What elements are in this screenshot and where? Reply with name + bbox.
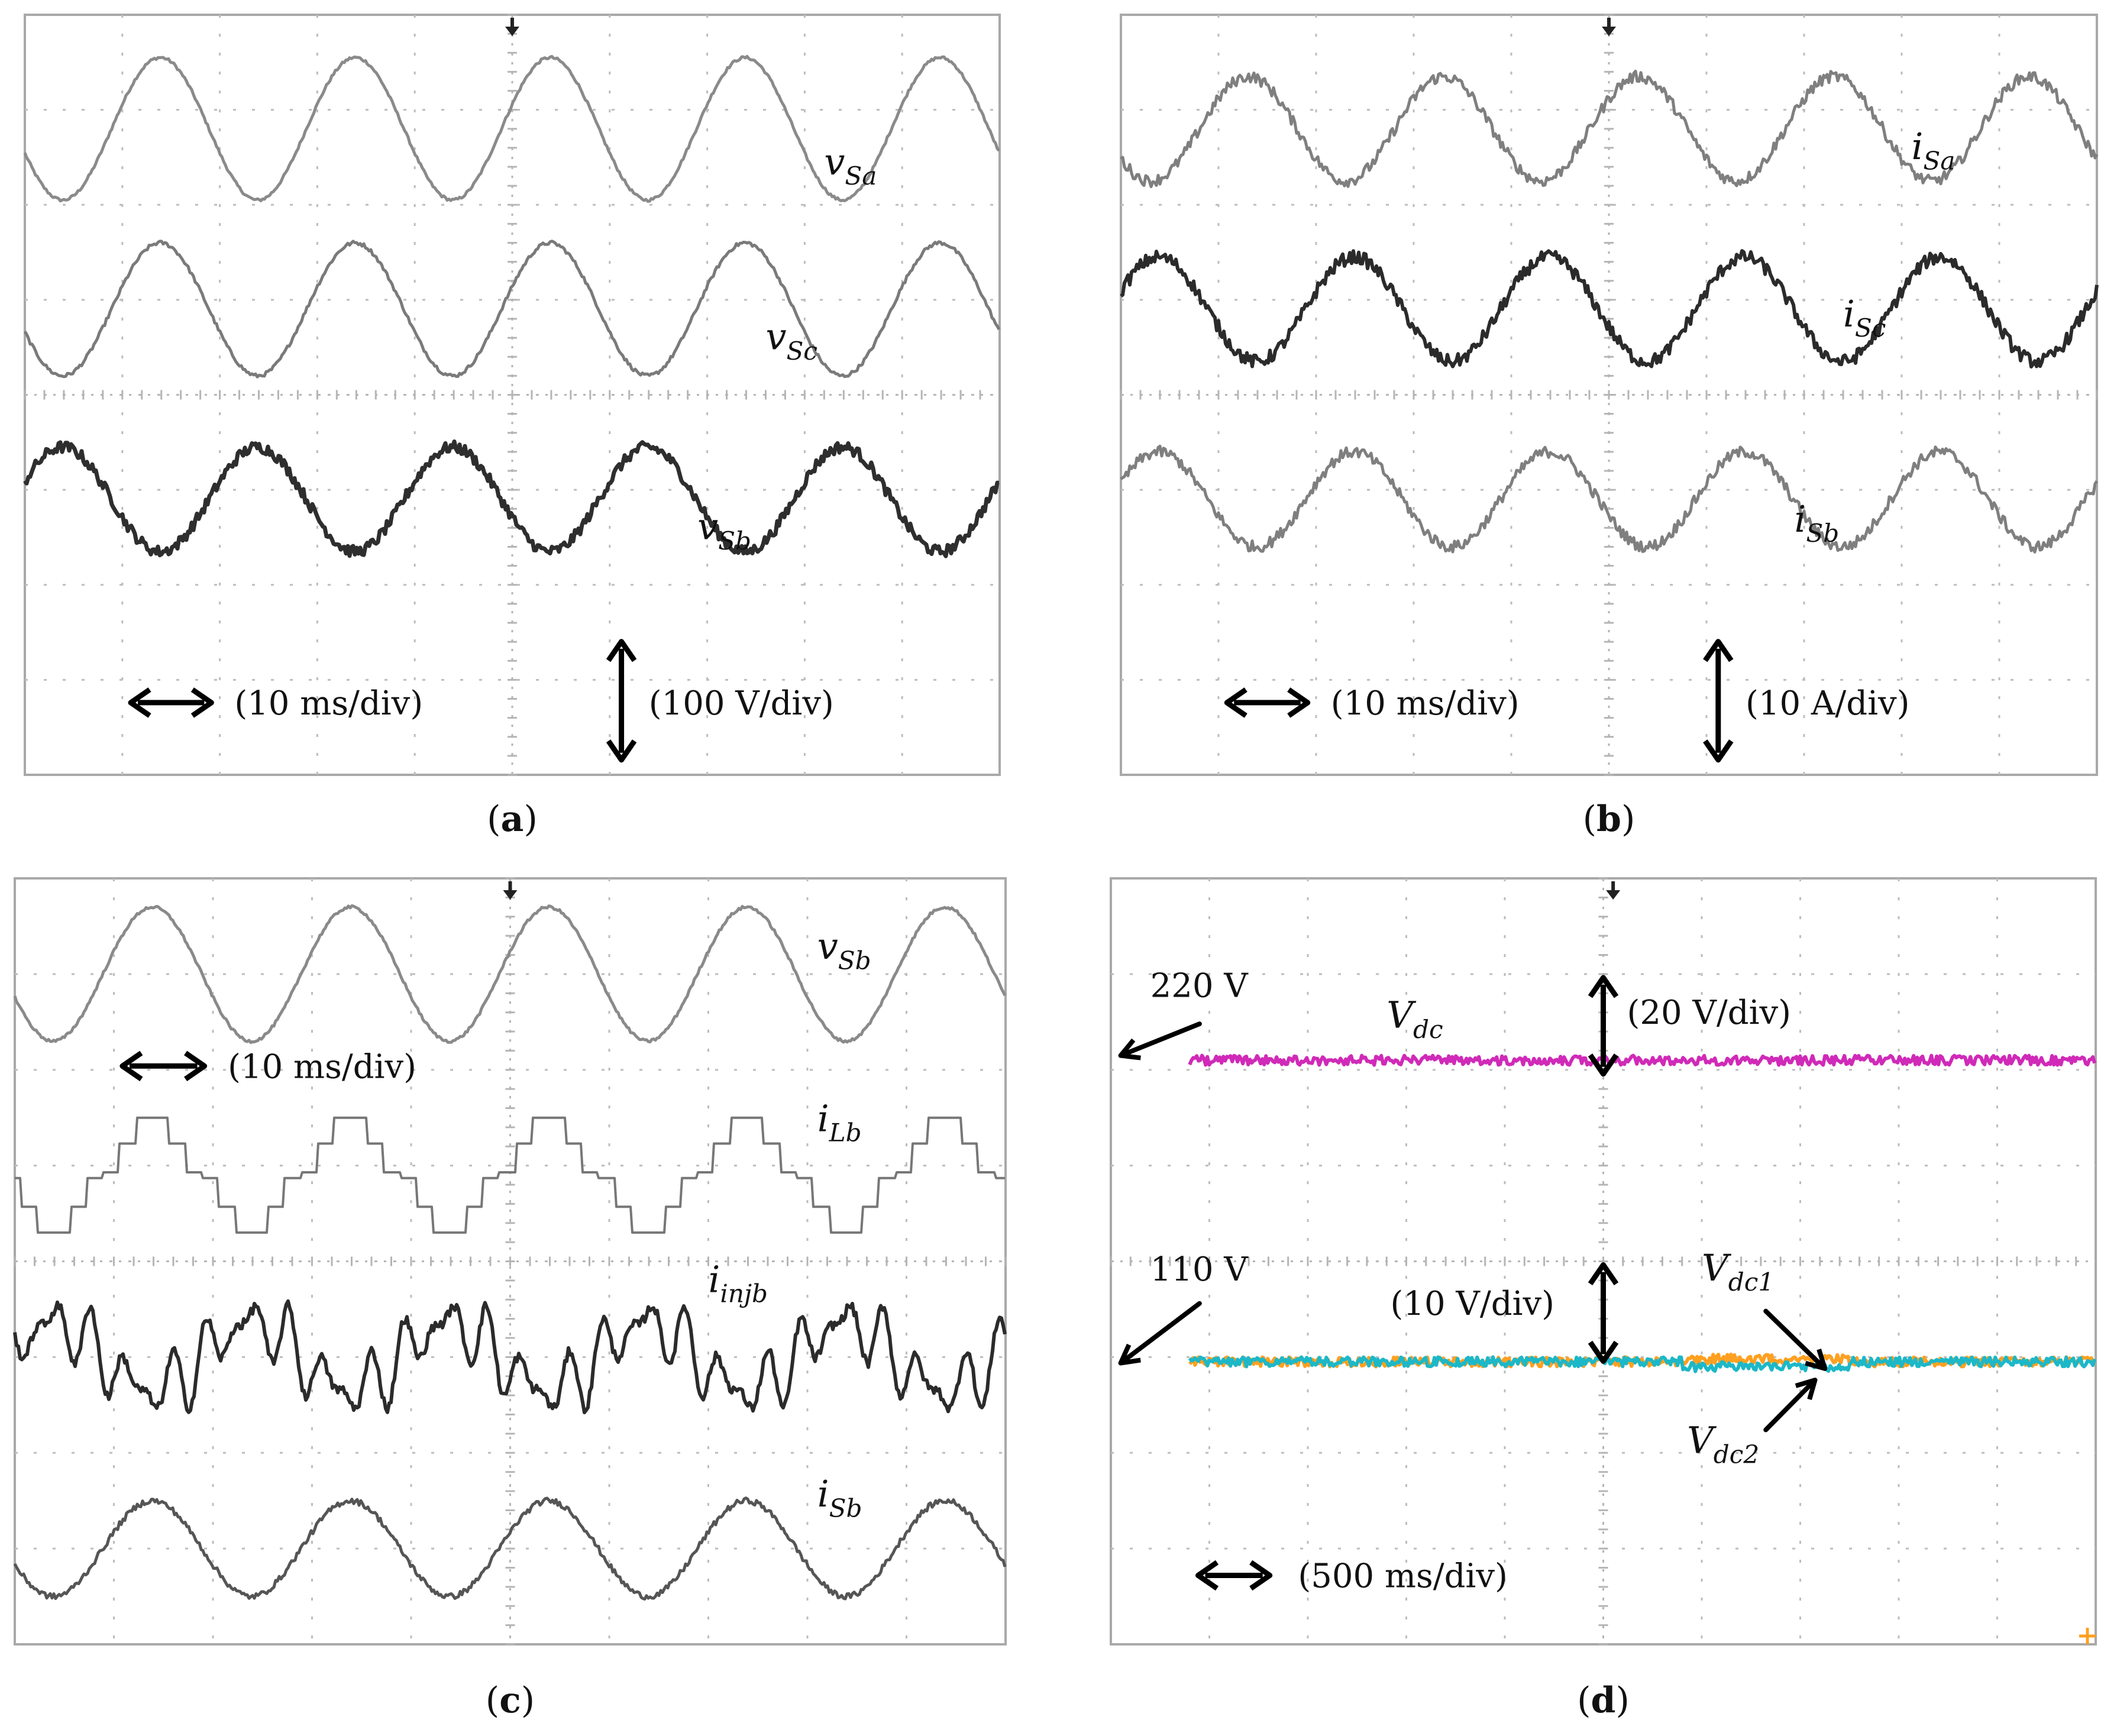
time-scale-label: (10 ms/div) (1331, 684, 1520, 723)
scope-grid (1120, 14, 2098, 776)
trigger-marker (1606, 881, 1621, 900)
time-scale-arrow (1224, 687, 1311, 718)
trace-iinjb (13, 1299, 1007, 1414)
series-label-iinjb: iinjb (709, 1257, 768, 1308)
trace-Vdc1 (1188, 1352, 2096, 1369)
time-scale-arrow (119, 1050, 208, 1081)
level-label-220: 220 V (1150, 967, 1249, 1006)
level-arrow-110 (1118, 1301, 1202, 1366)
trace-iSa (1120, 69, 2099, 189)
scope-panel: vSb iLb iinjb iSb (10 ms/div) (c) (13, 877, 1007, 1721)
panel-caption: (d) (1577, 1680, 1630, 1721)
level-arrow-220 (1118, 1021, 1202, 1061)
scope-panel: (500 ms/div) 220 V Vdc (20 V/div) 110 V (10 V… (1110, 877, 2097, 1721)
series-label-vSb: vSb (697, 505, 751, 555)
dc1-scale-arrow (1588, 1262, 1619, 1364)
trace-vSa (23, 54, 1000, 203)
amplitude-scale-label: (100 V/div) (649, 684, 834, 723)
dc1-pointer-arrow (1763, 1308, 1828, 1371)
trace-Vdc (1188, 1053, 2097, 1067)
time-scale-arrow (1195, 1560, 1273, 1591)
level-label-110: 110 V (1150, 1250, 1249, 1289)
series-label-vSa: vSa (824, 140, 877, 190)
dc-scale-arrow (1588, 975, 1619, 1077)
trigger-marker (503, 881, 518, 900)
amplitude-scale-arrow (606, 639, 637, 763)
dc1-scale-label: (10 V/div) (1391, 1285, 1554, 1323)
trace-vSb (13, 904, 1007, 1045)
series-label-Vdc1: Vdc1 (1702, 1246, 1774, 1297)
trace-iSb (1120, 444, 2099, 554)
series-label-vSb: vSb (817, 924, 871, 975)
time-scale-label: (10 ms/div) (234, 684, 423, 723)
trigger-marker (505, 18, 519, 36)
scope-grid (24, 14, 1000, 776)
trace-Vdc2 (1188, 1355, 2097, 1373)
trigger-marker (1602, 18, 1616, 36)
series-label-iSc: iSc (1843, 292, 1886, 342)
series-label-iSb: iSb (817, 1472, 862, 1522)
trace-iSb (13, 1496, 1007, 1601)
time-scale-label: (10 ms/div) (228, 1048, 416, 1086)
trace-iLb (15, 1116, 1005, 1234)
amplitude-scale-arrow (1703, 639, 1734, 763)
trace-vSb (23, 439, 1000, 558)
dc2-pointer-arrow (1763, 1378, 1818, 1433)
trace-iSc (1120, 249, 2099, 368)
series-label-iSb: iSb (1795, 497, 1840, 548)
time-scale-arrow (128, 687, 214, 718)
panel-caption: (c) (486, 1680, 535, 1721)
scope-panel: iSa iSc iSb (10 ms/div) (10 A/div) (b) (1120, 14, 2099, 840)
trace-vSc (23, 240, 1001, 379)
series-label-Vdc: Vdc (1386, 994, 1443, 1044)
series-label-iLb: iLb (817, 1097, 862, 1147)
series-label-iSa: iSa (1912, 125, 1956, 175)
series-label-Vdc2: Vdc2 (1687, 1418, 1759, 1469)
time-scale-label: (500 ms/div) (1298, 1557, 1507, 1595)
cursor-marker (2079, 1628, 2096, 1644)
scope-grid (14, 877, 1007, 1646)
series-label-vSc: vSc (765, 315, 817, 365)
panel-caption: (b) (1583, 799, 1636, 840)
scope-panel: vSa vSc vSb (10 ms/div) (100 V/div) (a) (23, 14, 1001, 840)
amplitude-scale-label: (10 A/div) (1746, 684, 1909, 723)
dc-scale-label: (20 V/div) (1627, 994, 1791, 1032)
panel-caption: (a) (487, 799, 538, 840)
